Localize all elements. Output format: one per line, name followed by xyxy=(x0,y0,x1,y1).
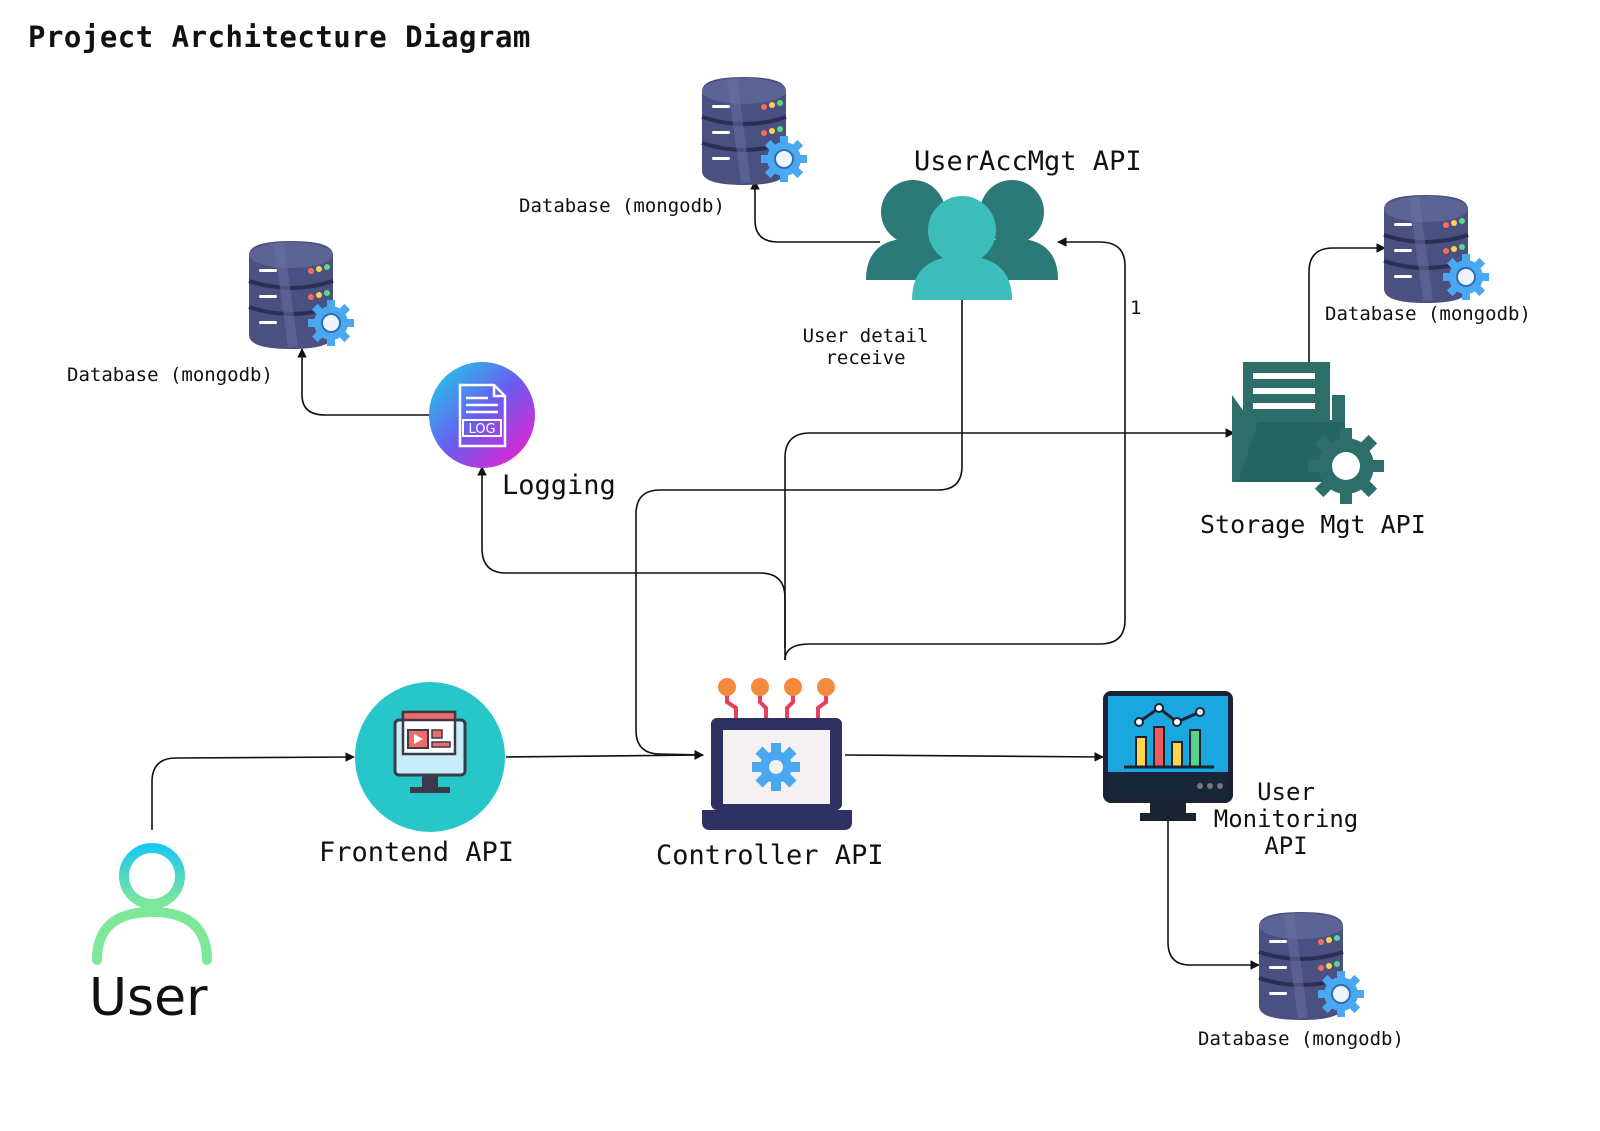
monitor-web-icon xyxy=(355,682,505,832)
edge-monitoring-db xyxy=(1167,815,1260,970)
edge-label-1: 1 xyxy=(1130,297,1142,319)
monitoring-database-icon xyxy=(1259,912,1364,1020)
user-monitoring-api-line-1: User xyxy=(1257,778,1315,806)
user-detail-receive-line-1: User detail xyxy=(802,325,929,347)
frontend-api-label: Frontend API xyxy=(319,837,515,868)
user-detail-receive-label: User detail receive xyxy=(793,325,938,369)
logging-label: Logging xyxy=(502,470,616,501)
edge-controller-logging xyxy=(477,466,786,648)
user-group-icon xyxy=(866,180,1058,300)
logging-database-icon xyxy=(249,241,354,349)
edge-controller-storage xyxy=(784,428,1235,660)
svg-text:LOG: LOG xyxy=(468,422,495,437)
logging-db-label: Database (mongodb) xyxy=(67,364,273,386)
edge-storage-db xyxy=(1308,243,1386,362)
edge-controller-monitoring xyxy=(844,752,1104,762)
edge-user-frontend xyxy=(151,752,355,830)
user-monitoring-api-line-3: API xyxy=(1264,832,1308,860)
edge-controller-useraccmgt xyxy=(784,237,1126,661)
laptop-gear-icon xyxy=(702,678,852,830)
useraccmgt-database-icon xyxy=(702,77,807,185)
edge-frontend-controller xyxy=(505,750,704,760)
storage-mgt-api-label: Storage Mgt API xyxy=(1200,510,1426,539)
folder-gear-icon xyxy=(1232,362,1384,504)
edge-logging-db xyxy=(297,348,430,416)
controller-api-label: Controller API xyxy=(656,840,884,871)
user-icon xyxy=(92,843,212,965)
edge-useraccmgt-db xyxy=(750,180,880,243)
storage-database-icon xyxy=(1384,195,1489,303)
monitor-chart-icon xyxy=(1103,691,1233,821)
useraccmgt-db-label: Database (mongodb) xyxy=(519,195,725,217)
connectors xyxy=(151,180,1386,970)
user-monitoring-api-label: User Monitoring API xyxy=(1206,779,1366,860)
user-detail-receive-line-2: receive xyxy=(825,347,906,369)
user-label: User xyxy=(89,968,208,1028)
edge-useraccmgt-controller xyxy=(635,300,963,760)
log-file-icon: LOG xyxy=(429,362,535,468)
user-monitoring-api-line-2: Monitoring xyxy=(1213,805,1359,833)
storage-db-label: Database (mongodb) xyxy=(1325,303,1531,325)
useraccmgt-api-label: UserAccMgt API xyxy=(914,146,1142,177)
diagram-title: Project Architecture Diagram xyxy=(28,20,531,54)
monitoring-db-label: Database (mongodb) xyxy=(1198,1028,1404,1050)
